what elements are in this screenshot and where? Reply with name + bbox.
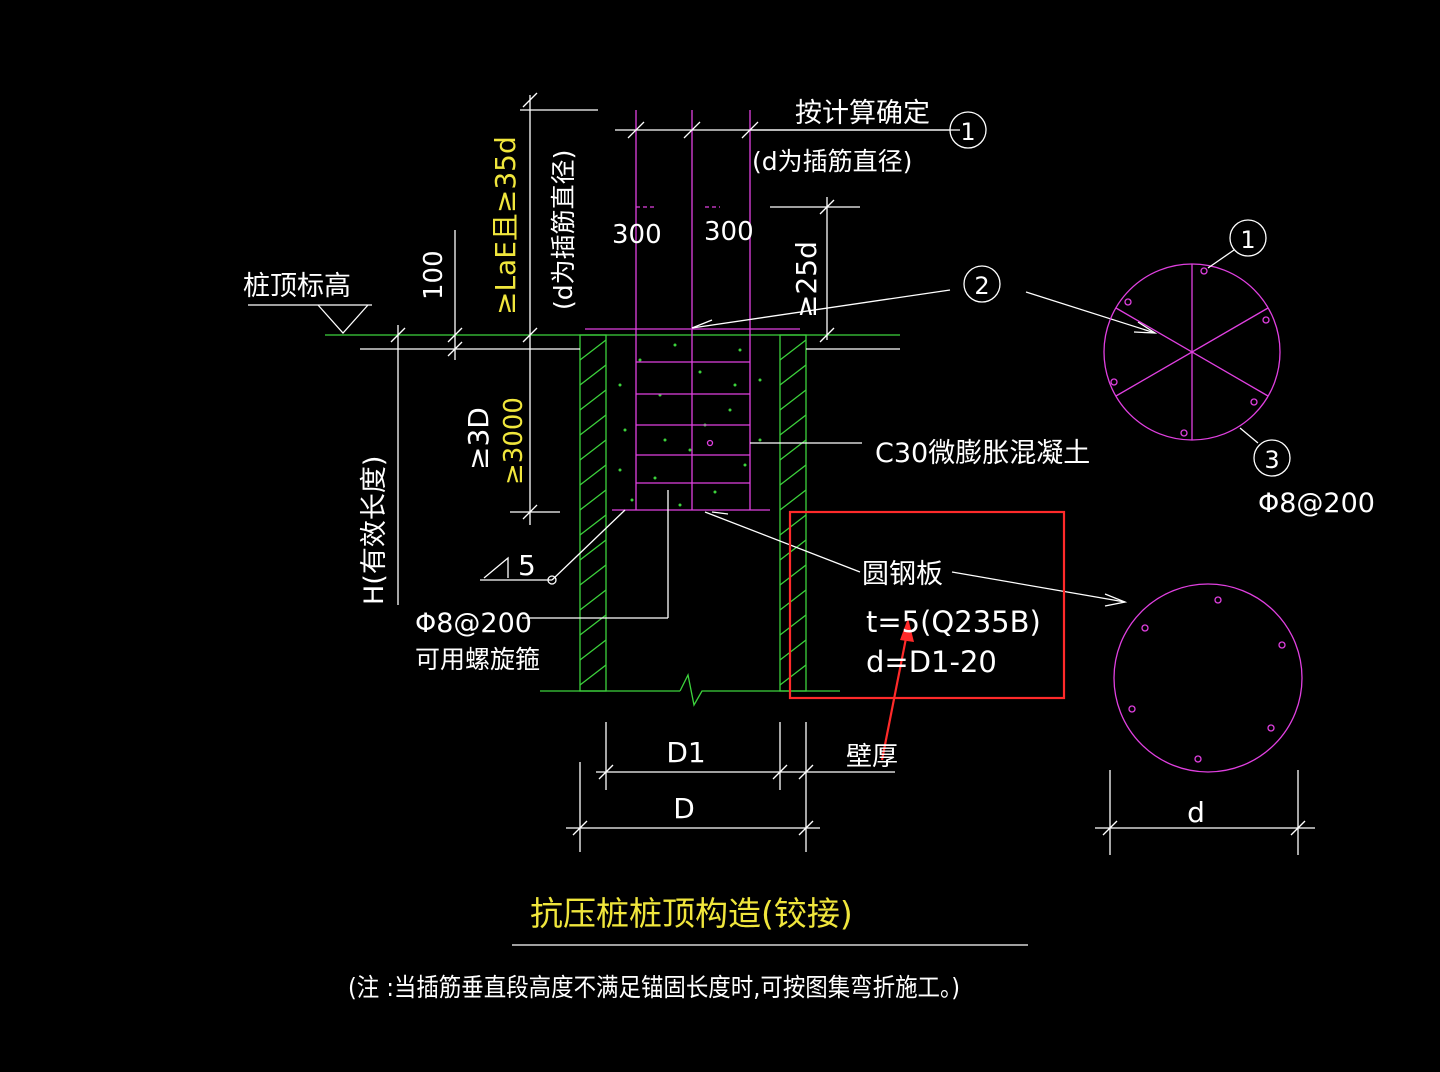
left-dimensions bbox=[390, 92, 560, 605]
concrete-label: C30微膨胀混凝土 bbox=[875, 438, 1090, 469]
svg-text:1: 1 bbox=[1240, 226, 1255, 254]
callout-1-top: 1 bbox=[750, 111, 987, 149]
svg-text:2: 2 bbox=[974, 272, 989, 300]
design-note: 按计算确定 bbox=[795, 98, 930, 129]
dim-D: D bbox=[673, 792, 695, 825]
plate-title: 圆钢板 bbox=[862, 559, 943, 590]
svg-text:3: 3 bbox=[1264, 446, 1279, 474]
h-length: H(有效长度) bbox=[359, 456, 390, 605]
anchor-length: ≥LaE且≥35d bbox=[489, 136, 522, 315]
stirrup-right-label: Φ8@200 bbox=[1258, 488, 1375, 519]
section-circle-plate bbox=[1095, 583, 1315, 855]
d-note-top: (d为插筋直径) bbox=[752, 147, 912, 176]
spacing-right: 300 bbox=[704, 217, 754, 247]
spacing-left: 300 bbox=[612, 220, 662, 250]
wall-thickness: 壁厚 bbox=[846, 742, 898, 772]
footnote: (注 :当插筋垂直段高度不满足锚固长度时,可按图集弯折施工。) bbox=[348, 973, 960, 1002]
elevation-symbol bbox=[248, 304, 372, 334]
pile-top-line bbox=[325, 328, 900, 707]
plate-diameter: d=D1-20 bbox=[866, 645, 997, 679]
weld-symbol bbox=[480, 490, 669, 619]
weld-size: 5 bbox=[518, 549, 536, 582]
min-3000: ≥3000 bbox=[499, 397, 529, 485]
plate-thickness: t=5(Q235B) bbox=[866, 605, 1041, 639]
min-25d: ≥25d bbox=[790, 241, 823, 318]
min-3d: ≥3D bbox=[462, 407, 495, 470]
callout-3: 3 bbox=[1253, 439, 1291, 477]
pile-wall-left bbox=[579, 334, 607, 692]
callout-1-right: 1 bbox=[1229, 219, 1267, 257]
leader-lines bbox=[691, 289, 1158, 607]
bottom-dimensions bbox=[566, 722, 895, 852]
highlight-arrow bbox=[880, 618, 914, 761]
d-note-vertical: (d为插筋直径) bbox=[549, 150, 578, 310]
spiral-note: 可用螺旋箍 bbox=[415, 645, 540, 674]
section-circle-top bbox=[1103, 249, 1281, 444]
dim-d: d bbox=[1187, 796, 1205, 829]
pile-top-elevation: 桩顶标高 bbox=[243, 271, 351, 302]
callout-2: 2 bbox=[963, 265, 1001, 303]
stirrup-label: Φ8@200 bbox=[415, 608, 532, 639]
highlight-box bbox=[788, 510, 1066, 700]
dim-100: 100 bbox=[419, 250, 449, 300]
svg-text:1: 1 bbox=[960, 118, 975, 146]
drawing-title: 抗压桩桩顶构造(铰接) bbox=[530, 894, 853, 933]
dim-D1: D1 bbox=[666, 736, 705, 769]
